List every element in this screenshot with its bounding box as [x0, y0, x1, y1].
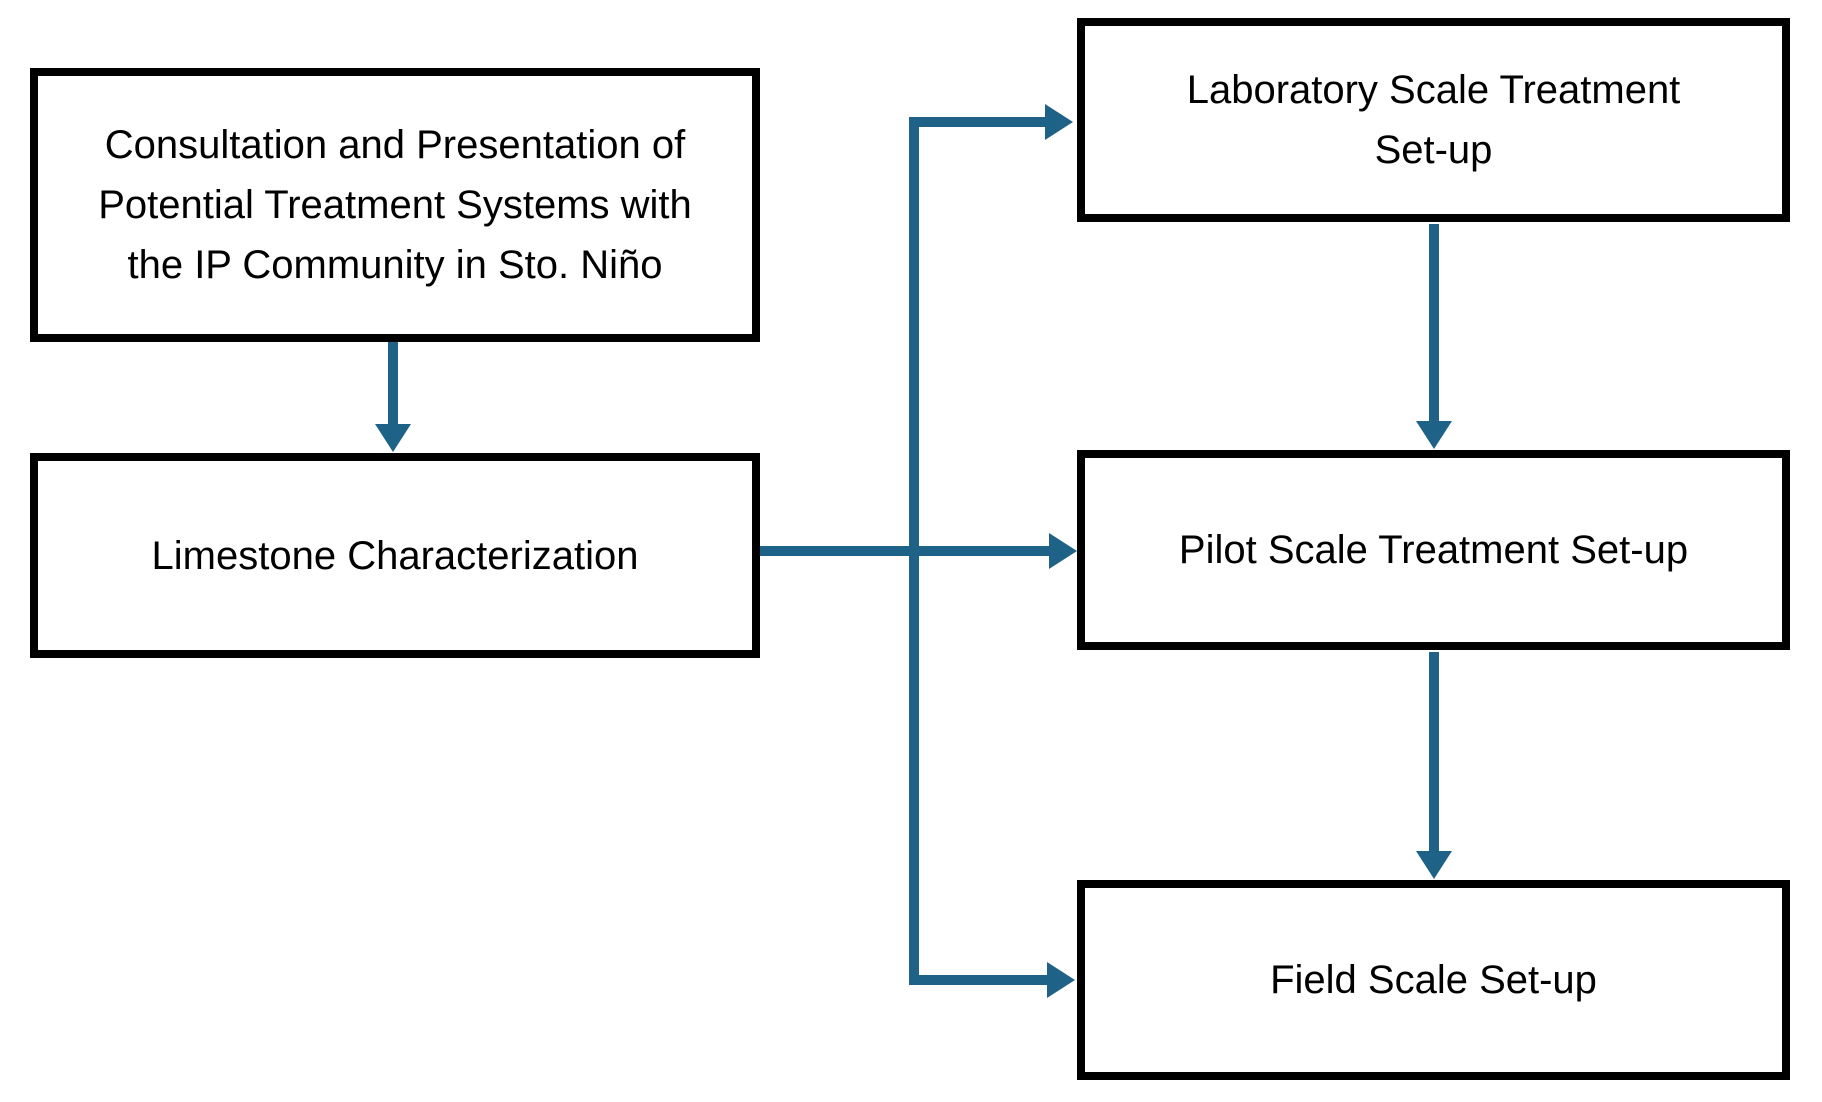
node-limestone-label: Limestone Characterization: [151, 533, 639, 578]
arrowhead-to-field: [1047, 962, 1075, 998]
node-pilot-scale-treatment: Pilot Scale Treatment Set-up: [1077, 450, 1790, 650]
node-laboratory-scale-treatment: Laboratory Scale Treatment Set-up: [1077, 18, 1790, 222]
node-pilot-label: Pilot Scale Treatment Set-up: [1178, 528, 1689, 572]
node-consultation-presentation: Consultation and Presentation of Potenti…: [30, 68, 760, 342]
node-laboratory-label: Laboratory Scale Treatment Set-up: [1186, 68, 1681, 172]
arrowhead-laboratory-to-pilot: [1416, 421, 1452, 449]
arrowhead-to-pilot: [1049, 533, 1077, 569]
arrowhead-to-laboratory: [1045, 104, 1073, 140]
node-field-label: Field Scale Set-up: [1270, 958, 1597, 1002]
arrow-limestone-branch-trunk: [909, 117, 1048, 985]
node-field-scale-setup: Field Scale Set-up: [1077, 880, 1790, 1080]
node-limestone-characterization: Limestone Characterization: [30, 453, 760, 658]
node-consultation-label: Consultation and Presentation of Potenti…: [98, 123, 692, 287]
arrowhead-pilot-to-field: [1416, 851, 1452, 879]
arrowhead-consultation-to-limestone: [375, 424, 411, 452]
